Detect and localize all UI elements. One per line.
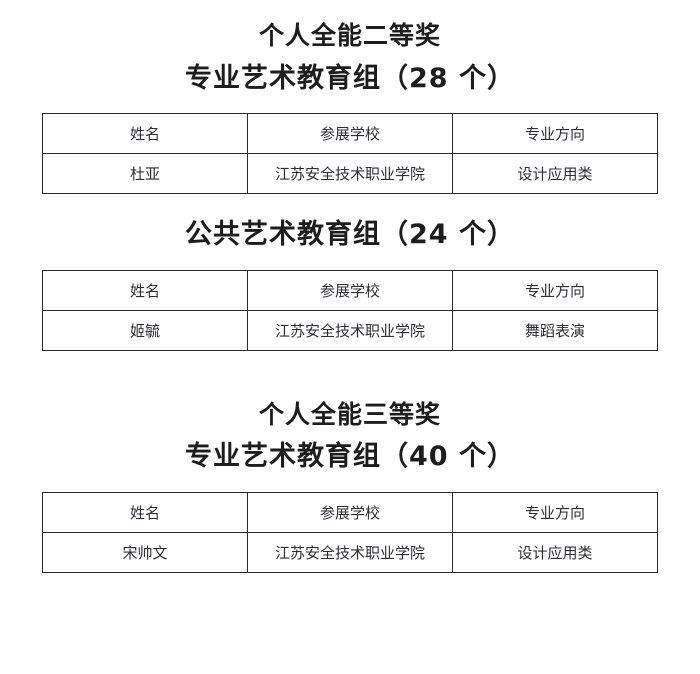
cell-name: 杜亚 <box>42 153 248 195</box>
column-header-major: 专业方向 <box>452 492 658 534</box>
award-section-spacer <box>0 351 700 401</box>
cell-major: 设计应用类 <box>452 532 658 574</box>
spacer <box>0 472 700 492</box>
group-title: 专业艺术教育组（28 个） <box>185 62 515 94</box>
cell-school: 江苏安全技术职业学院 <box>247 532 453 574</box>
table-row: 姬毓 江苏安全技术职业学院 舞蹈表演 <box>42 309 658 351</box>
award-title: 个人全能二等奖 <box>258 21 441 50</box>
top-spacer <box>0 0 700 22</box>
table-header-row: 姓名 参展学校 专业方向 <box>42 492 658 534</box>
spacer <box>0 93 700 113</box>
column-header-name: 姓名 <box>42 113 248 155</box>
table-header-row: 姓名 参展学校 专业方向 <box>42 113 658 155</box>
column-header-name: 姓名 <box>42 492 248 534</box>
spacer <box>0 250 700 270</box>
cell-major: 舞蹈表演 <box>452 309 658 351</box>
award-section-second-prize: 个人全能二等奖 专业艺术教育组（28 个） 姓名 参展学校 专业方向 杜亚 江苏… <box>0 22 700 351</box>
cell-major: 设计应用类 <box>452 153 658 195</box>
cell-school: 江苏安全技术职业学院 <box>247 309 453 351</box>
column-header-school: 参展学校 <box>247 492 453 534</box>
column-header-name: 姓名 <box>42 269 248 311</box>
spacer <box>0 50 700 64</box>
column-header-school: 参展学校 <box>247 269 453 311</box>
group-title: 专业艺术教育组（40 个） <box>185 441 515 473</box>
group-title: 公共艺术教育组（24 个） <box>185 219 515 251</box>
award-table: 姓名 参展学校 专业方向 杜亚 江苏安全技术职业学院 设计应用类 <box>42 113 658 195</box>
table-header-row: 姓名 参展学校 专业方向 <box>42 269 658 311</box>
award-table: 姓名 参展学校 专业方向 宋帅文 江苏安全技术职业学院 设计应用类 <box>42 492 658 574</box>
table-row: 宋帅文 江苏安全技术职业学院 设计应用类 <box>42 532 658 574</box>
cell-name: 姬毓 <box>42 309 248 351</box>
cell-name: 宋帅文 <box>42 532 248 574</box>
column-header-major: 专业方向 <box>452 269 658 311</box>
column-header-school: 参展学校 <box>247 113 453 155</box>
spacer <box>0 194 700 220</box>
award-table: 姓名 参展学校 专业方向 姬毓 江苏安全技术职业学院 舞蹈表演 <box>42 269 658 351</box>
award-section-third-prize: 个人全能三等奖 专业艺术教育组（40 个） 姓名 参展学校 专业方向 宋帅文 江… <box>0 399 700 574</box>
cell-school: 江苏安全技术职业学院 <box>247 153 453 195</box>
column-header-major: 专业方向 <box>452 113 658 155</box>
award-title: 个人全能三等奖 <box>258 399 441 429</box>
table-row: 杜亚 江苏安全技术职业学院 设计应用类 <box>42 153 658 195</box>
